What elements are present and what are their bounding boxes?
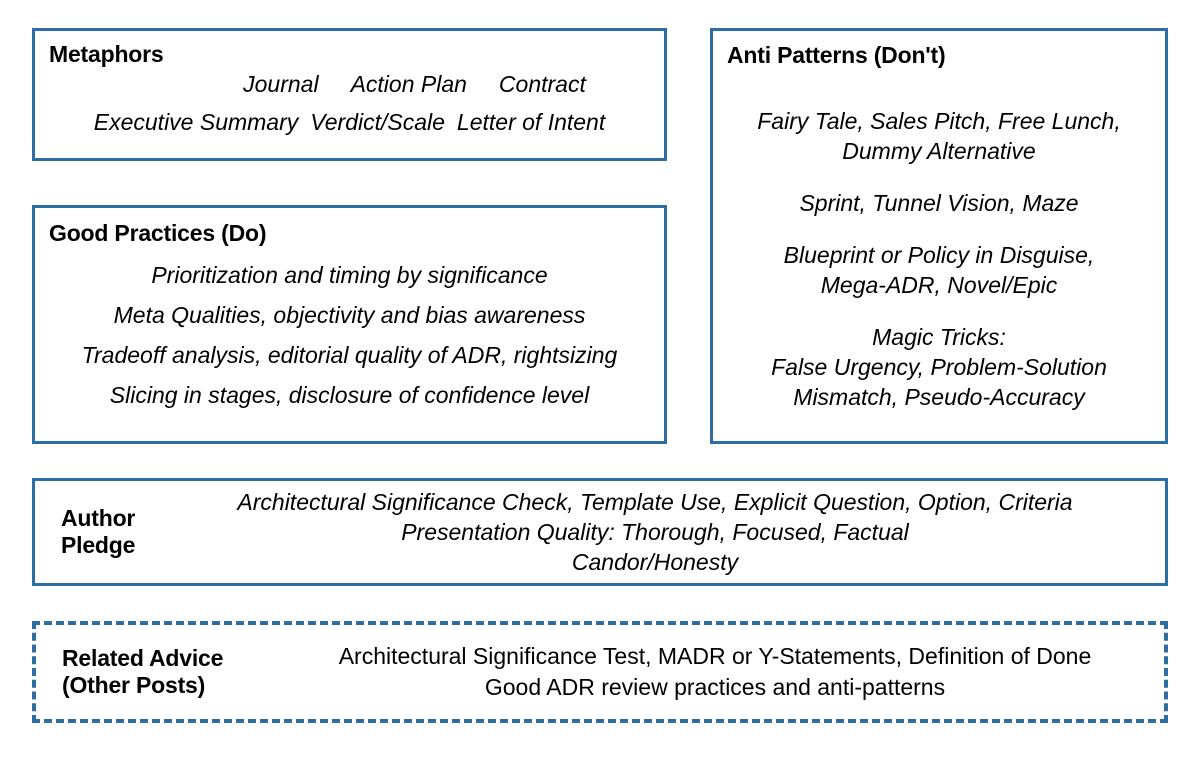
anti-pattern-group: Blueprint or Policy in Disguise, Mega-AD…	[719, 240, 1159, 300]
good-practice-line: Tradeoff analysis, editorial quality of …	[81, 342, 618, 368]
related-advice-box: Related Advice (Other Posts) Architectur…	[32, 621, 1168, 723]
anti-pattern-line: Dummy Alternative	[842, 138, 1036, 164]
good-practices-box: Good Practices (Do) Prioritization and t…	[32, 205, 667, 444]
related-advice-line: Architectural Significance Test, MADR or…	[338, 643, 1092, 669]
anti-patterns-box: Anti Patterns (Don't) Fairy Tale, Sales …	[710, 28, 1168, 444]
metaphor-item: Journal	[243, 71, 319, 97]
author-pledge-line: Candor/Honesty	[571, 549, 739, 575]
good-practice-line: Meta Qualities, objectivity and bias awa…	[113, 302, 586, 328]
anti-pattern-line: Blueprint or Policy in Disguise,	[783, 242, 1095, 268]
related-advice-list: Architectural Significance Test, MADR or…	[286, 641, 1164, 703]
anti-pattern-line: Sprint, Tunnel Vision, Maze	[799, 190, 1079, 216]
metaphors-row-1: Journal Action Plan Contract	[35, 69, 664, 99]
metaphors-heading: Metaphors	[49, 41, 164, 67]
anti-patterns-list: Fairy Tale, Sales Pitch, Free Lunch, Dum…	[719, 106, 1159, 412]
metaphors-box: Metaphors Journal Action Plan Contract Exe…	[32, 28, 667, 161]
anti-pattern-line: Magic Tricks:	[872, 324, 1006, 350]
metaphor-item: Letter of Intent	[456, 109, 606, 135]
metaphor-item: Verdict/Scale	[310, 109, 445, 135]
metaphor-item: Executive Summary	[93, 109, 299, 135]
good-practice-line: Prioritization and timing by significanc…	[151, 262, 548, 288]
author-pledge-label: Author Pledge	[61, 505, 136, 558]
good-practices-heading: Good Practices (Do)	[49, 220, 267, 246]
anti-pattern-line: Mega-ADR, Novel/Epic	[820, 272, 1058, 298]
author-pledge-line: Presentation Quality: Thorough, Focused,…	[401, 519, 909, 545]
related-advice-label: Related Advice (Other Posts)	[62, 645, 224, 698]
author-pledge-box: Author Pledge Architectural Significance…	[32, 478, 1168, 586]
anti-pattern-line: Mismatch, Pseudo-Accuracy	[793, 384, 1085, 410]
anti-pattern-group: Fairy Tale, Sales Pitch, Free Lunch, Dum…	[719, 106, 1159, 166]
anti-patterns-heading: Anti Patterns (Don't)	[727, 42, 946, 68]
anti-pattern-line: False Urgency, Problem-Solution	[771, 354, 1107, 380]
anti-pattern-group: Magic Tricks: False Urgency, Problem-Sol…	[719, 322, 1159, 412]
metaphor-item: Contract	[498, 71, 586, 97]
anti-pattern-group: Sprint, Tunnel Vision, Maze	[719, 188, 1159, 218]
good-practices-list: Prioritization and timing by significanc…	[41, 260, 658, 420]
good-practice-line: Slicing in stages, disclosure of confide…	[109, 382, 590, 408]
author-pledge-list: Architectural Significance Check, Templa…	[185, 487, 1165, 577]
author-pledge-line: Architectural Significance Check, Templa…	[237, 489, 1073, 515]
related-advice-line: Good ADR review practices and anti-patte…	[484, 674, 946, 700]
metaphors-row-2: Executive Summary Verdict/Scale Letter of …	[35, 107, 664, 137]
anti-pattern-line: Fairy Tale, Sales Pitch, Free Lunch,	[757, 108, 1121, 134]
metaphor-item: Action Plan	[350, 71, 467, 97]
